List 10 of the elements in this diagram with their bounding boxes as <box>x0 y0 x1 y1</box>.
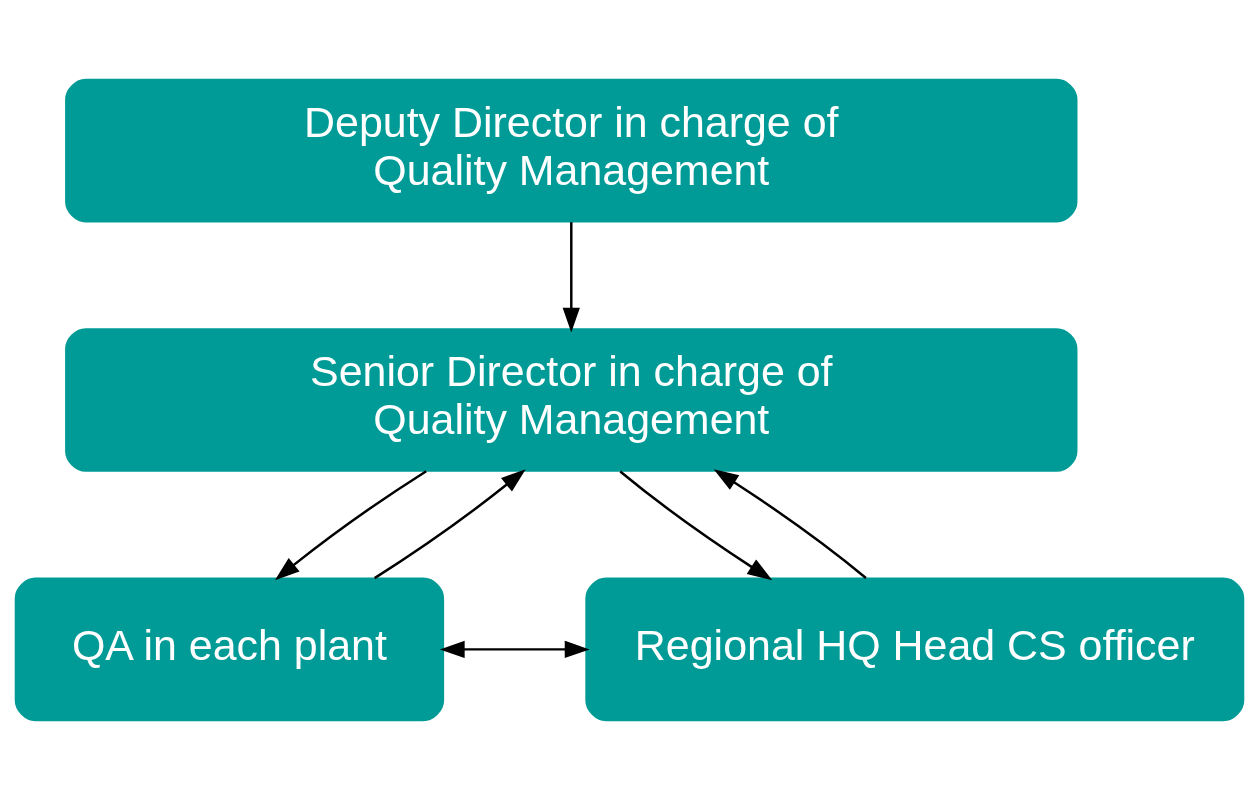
node-box: Deputy Director in charge of Quality Management <box>65 78 1078 222</box>
arrow <box>274 469 427 580</box>
arrow <box>713 468 867 579</box>
node-box: Regional HQ Head CS officer <box>585 577 1245 721</box>
node-box: QA in each plant <box>14 577 445 721</box>
arrow <box>619 470 773 580</box>
arrow <box>439 640 590 658</box>
arrow <box>562 221 580 332</box>
node-box: Senior Director in charge of Quality Management <box>65 327 1078 472</box>
arrow <box>373 468 526 579</box>
